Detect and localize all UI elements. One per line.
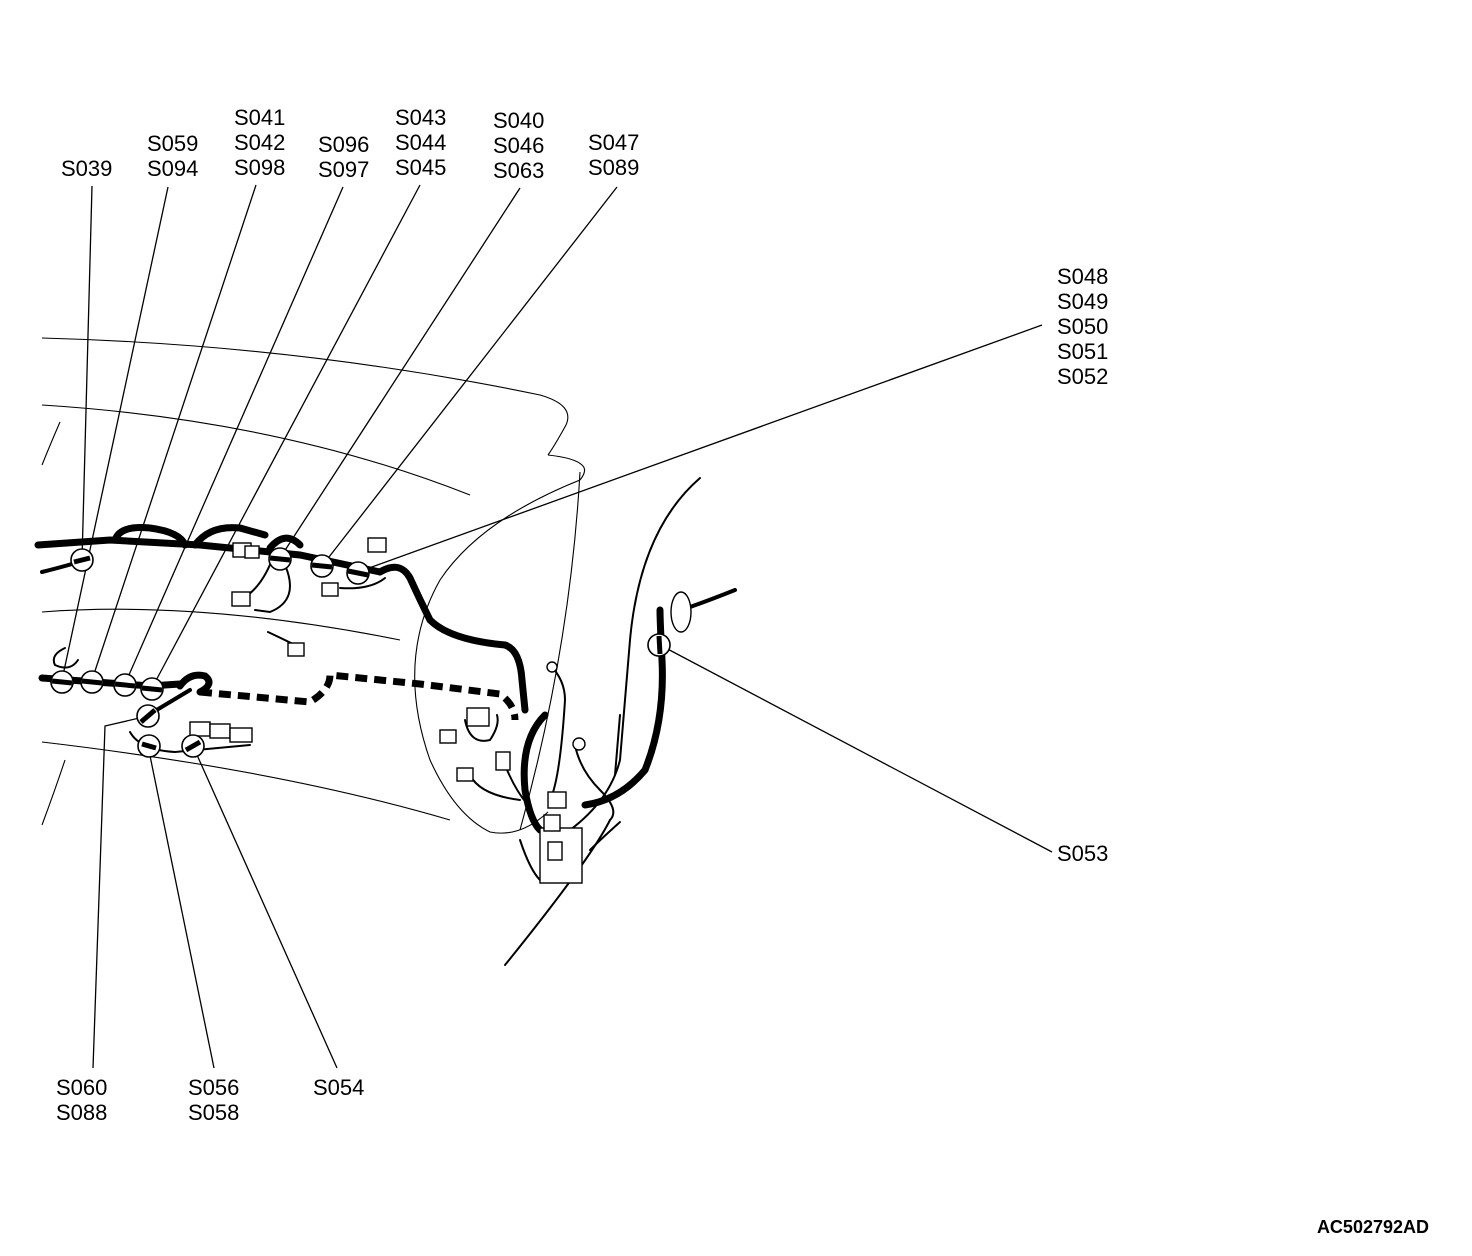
splice-s043-s044-s045 [140,677,164,701]
splice-s048-s052 [346,561,370,585]
splice-s039 [70,548,94,572]
splice-s041-s042-s098 [80,670,104,694]
figure-reference: AC502792AD [1317,1217,1429,1237]
splice-s056-s058 [137,734,161,758]
label-s048-s052: S048 S049 S050 S051 S052 [1057,264,1115,389]
splice-s059-s094 [50,670,74,694]
label-s059-s094: S059 S094 [147,131,205,181]
vehicle-body-outline [41,337,586,834]
splice-s040-s046-s063 [268,547,292,571]
right-harness [464,477,737,966]
label-s041-s042-s098: S041 S042 S098 [234,105,292,180]
label-s056-s058: S056 S058 [188,1075,246,1125]
label-s047-s089: S047 S089 [588,130,646,180]
splice-s047-s089 [310,554,334,578]
label-s096-s097: S096 S097 [318,132,376,182]
splice-s060-s088 [136,704,160,728]
label-s053: S053 [1057,841,1108,866]
splice-labels: S039 S059 S094 S041 S042 S098 S096 S097 … [56,105,1115,1125]
label-s060-s088: S060 S088 [56,1075,114,1125]
label-s039: S039 [61,156,112,181]
connectors [189,537,511,782]
splice-s053 [647,633,671,657]
splice-s096-s097 [113,673,137,697]
label-s054: S054 [313,1075,364,1100]
splices [50,547,671,758]
leader-lines [61,184,1053,1069]
label-s040-s046-s063: S040 S046 S063 [493,108,551,183]
splice-s054 [181,734,205,758]
label-s043-s044-s045: S043 S044 S045 [395,105,453,180]
